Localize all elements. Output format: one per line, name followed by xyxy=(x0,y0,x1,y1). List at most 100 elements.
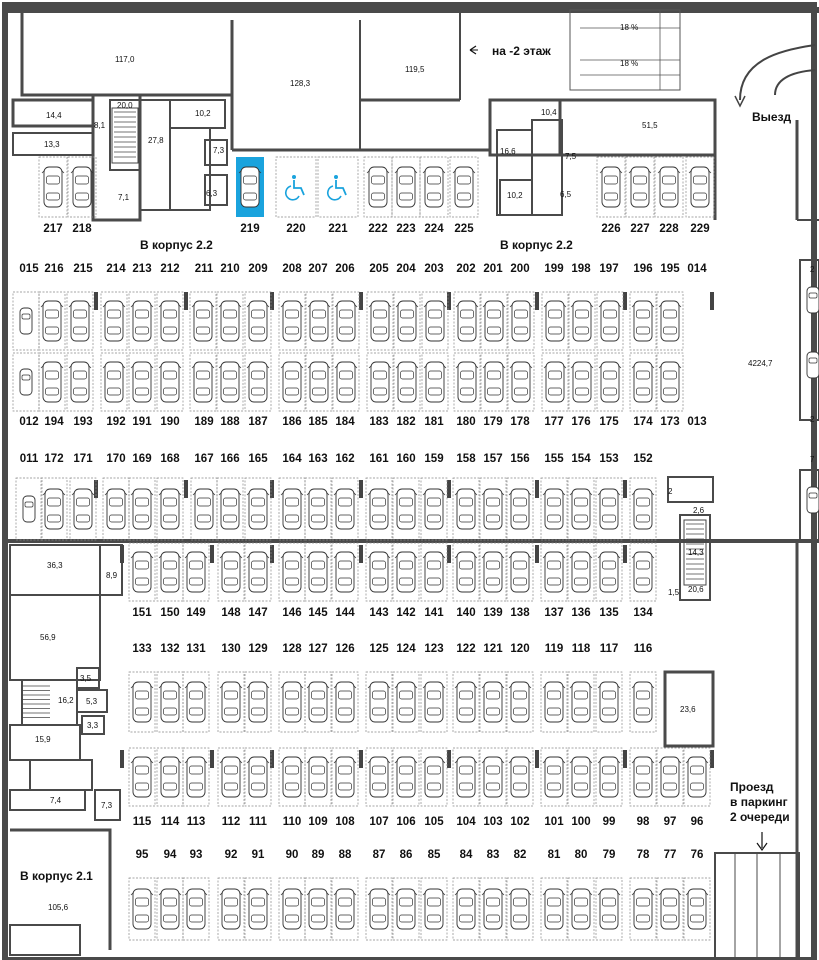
parking-spot-89[interactable] xyxy=(304,877,332,941)
parking-spot-193[interactable] xyxy=(66,352,94,412)
parking-spot-178[interactable] xyxy=(507,352,535,412)
parking-spot-229[interactable] xyxy=(685,156,715,218)
parking-spot-172[interactable] xyxy=(40,477,68,541)
parking-spot-92[interactable] xyxy=(217,877,245,941)
parking-spot-127[interactable] xyxy=(304,671,332,733)
parking-spot-149[interactable] xyxy=(182,542,210,602)
parking-spot-173[interactable] xyxy=(656,352,684,412)
parking-spot-123[interactable] xyxy=(420,671,448,733)
parking-spot-104[interactable] xyxy=(452,747,480,807)
parking-spot-142[interactable] xyxy=(392,542,420,602)
parking-spot-102[interactable] xyxy=(506,747,534,807)
parking-spot-124[interactable] xyxy=(392,671,420,733)
parking-spot-126[interactable] xyxy=(331,671,359,733)
parking-spot-150[interactable] xyxy=(156,542,184,602)
parking-spot-99[interactable] xyxy=(595,747,623,807)
parking-spot-94[interactable] xyxy=(156,877,184,941)
parking-spot-161[interactable] xyxy=(365,477,393,541)
parking-spot-188[interactable] xyxy=(216,352,244,412)
parking-spot-109[interactable] xyxy=(304,747,332,807)
parking-spot-95[interactable] xyxy=(128,877,156,941)
parking-spot-80[interactable] xyxy=(567,877,595,941)
parking-spot-206[interactable] xyxy=(332,291,360,351)
parking-spot-183[interactable] xyxy=(366,352,394,412)
parking-spot-168[interactable] xyxy=(156,477,184,541)
parking-spot-225[interactable] xyxy=(449,156,479,218)
parking-spot-112[interactable] xyxy=(217,747,245,807)
parking-spot-186[interactable] xyxy=(278,352,306,412)
parking-spot-171[interactable] xyxy=(69,477,97,541)
parking-spot-81[interactable] xyxy=(540,877,568,941)
parking-spot-196[interactable] xyxy=(629,291,657,351)
parking-spot-192[interactable] xyxy=(100,352,128,412)
parking-spot-198[interactable] xyxy=(568,291,596,351)
parking-spot-219[interactable] xyxy=(236,157,264,217)
parking-spot-141[interactable] xyxy=(420,542,448,602)
parking-spot-121[interactable] xyxy=(479,671,507,733)
parking-spot-180[interactable] xyxy=(453,352,481,412)
parking-spot-144[interactable] xyxy=(331,542,359,602)
parking-spot-100[interactable] xyxy=(567,747,595,807)
parking-spot-224[interactable] xyxy=(419,156,449,218)
parking-spot-174[interactable] xyxy=(629,352,657,412)
parking-spot-105[interactable] xyxy=(420,747,448,807)
parking-spot-88[interactable] xyxy=(331,877,359,941)
parking-spot-213[interactable] xyxy=(128,291,156,351)
parking-spot-148[interactable] xyxy=(217,542,245,602)
parking-spot-143[interactable] xyxy=(365,542,393,602)
parking-spot-169[interactable] xyxy=(128,477,156,541)
parking-spot-82[interactable] xyxy=(506,877,534,941)
parking-spot-177[interactable] xyxy=(541,352,569,412)
parking-spot-96[interactable] xyxy=(683,747,711,807)
parking-spot-157[interactable] xyxy=(479,477,507,541)
parking-spot-223[interactable] xyxy=(391,156,421,218)
parking-spot-185[interactable] xyxy=(305,352,333,412)
parking-spot-195[interactable] xyxy=(656,291,684,351)
parking-spot-164[interactable] xyxy=(278,477,306,541)
parking-spot-205[interactable] xyxy=(366,291,394,351)
parking-spot-187[interactable] xyxy=(244,352,272,412)
parking-spot-147[interactable] xyxy=(244,542,272,602)
parking-spot-211[interactable] xyxy=(189,291,217,351)
parking-spot-220[interactable] xyxy=(275,156,317,218)
parking-spot-226[interactable] xyxy=(596,156,626,218)
parking-spot-197[interactable] xyxy=(596,291,624,351)
parking-spot-101[interactable] xyxy=(540,747,568,807)
parking-spot-87[interactable] xyxy=(365,877,393,941)
parking-spot-85[interactable] xyxy=(420,877,448,941)
parking-spot-86[interactable] xyxy=(392,877,420,941)
parking-spot-118[interactable] xyxy=(567,671,595,733)
parking-spot-131[interactable] xyxy=(182,671,210,733)
parking-spot-165[interactable] xyxy=(244,477,272,541)
parking-spot-207[interactable] xyxy=(305,291,333,351)
parking-spot-76[interactable] xyxy=(683,877,711,941)
parking-spot-190[interactable] xyxy=(156,352,184,412)
parking-spot-202[interactable] xyxy=(453,291,481,351)
parking-spot-191[interactable] xyxy=(128,352,156,412)
parking-spot-228[interactable] xyxy=(654,156,684,218)
parking-spot-138[interactable] xyxy=(506,542,534,602)
parking-spot-114[interactable] xyxy=(156,747,184,807)
parking-spot-212[interactable] xyxy=(156,291,184,351)
parking-spot-182[interactable] xyxy=(393,352,421,412)
parking-spot-111[interactable] xyxy=(244,747,272,807)
parking-spot-155[interactable] xyxy=(540,477,568,541)
parking-spot-90[interactable] xyxy=(278,877,306,941)
parking-spot-170[interactable] xyxy=(102,477,130,541)
parking-spot-116[interactable] xyxy=(629,671,657,733)
parking-spot-146[interactable] xyxy=(278,542,306,602)
parking-spot-167[interactable] xyxy=(190,477,218,541)
parking-spot-83[interactable] xyxy=(479,877,507,941)
parking-spot-189[interactable] xyxy=(189,352,217,412)
parking-spot-203[interactable] xyxy=(421,291,449,351)
parking-spot-119[interactable] xyxy=(540,671,568,733)
parking-spot-160[interactable] xyxy=(392,477,420,541)
parking-spot-176[interactable] xyxy=(568,352,596,412)
parking-spot-107[interactable] xyxy=(365,747,393,807)
parking-spot-79[interactable] xyxy=(595,877,623,941)
parking-spot-199[interactable] xyxy=(541,291,569,351)
parking-spot-93[interactable] xyxy=(182,877,210,941)
parking-spot-200[interactable] xyxy=(507,291,535,351)
parking-spot-113[interactable] xyxy=(182,747,210,807)
parking-spot-015[interactable] xyxy=(12,291,40,351)
